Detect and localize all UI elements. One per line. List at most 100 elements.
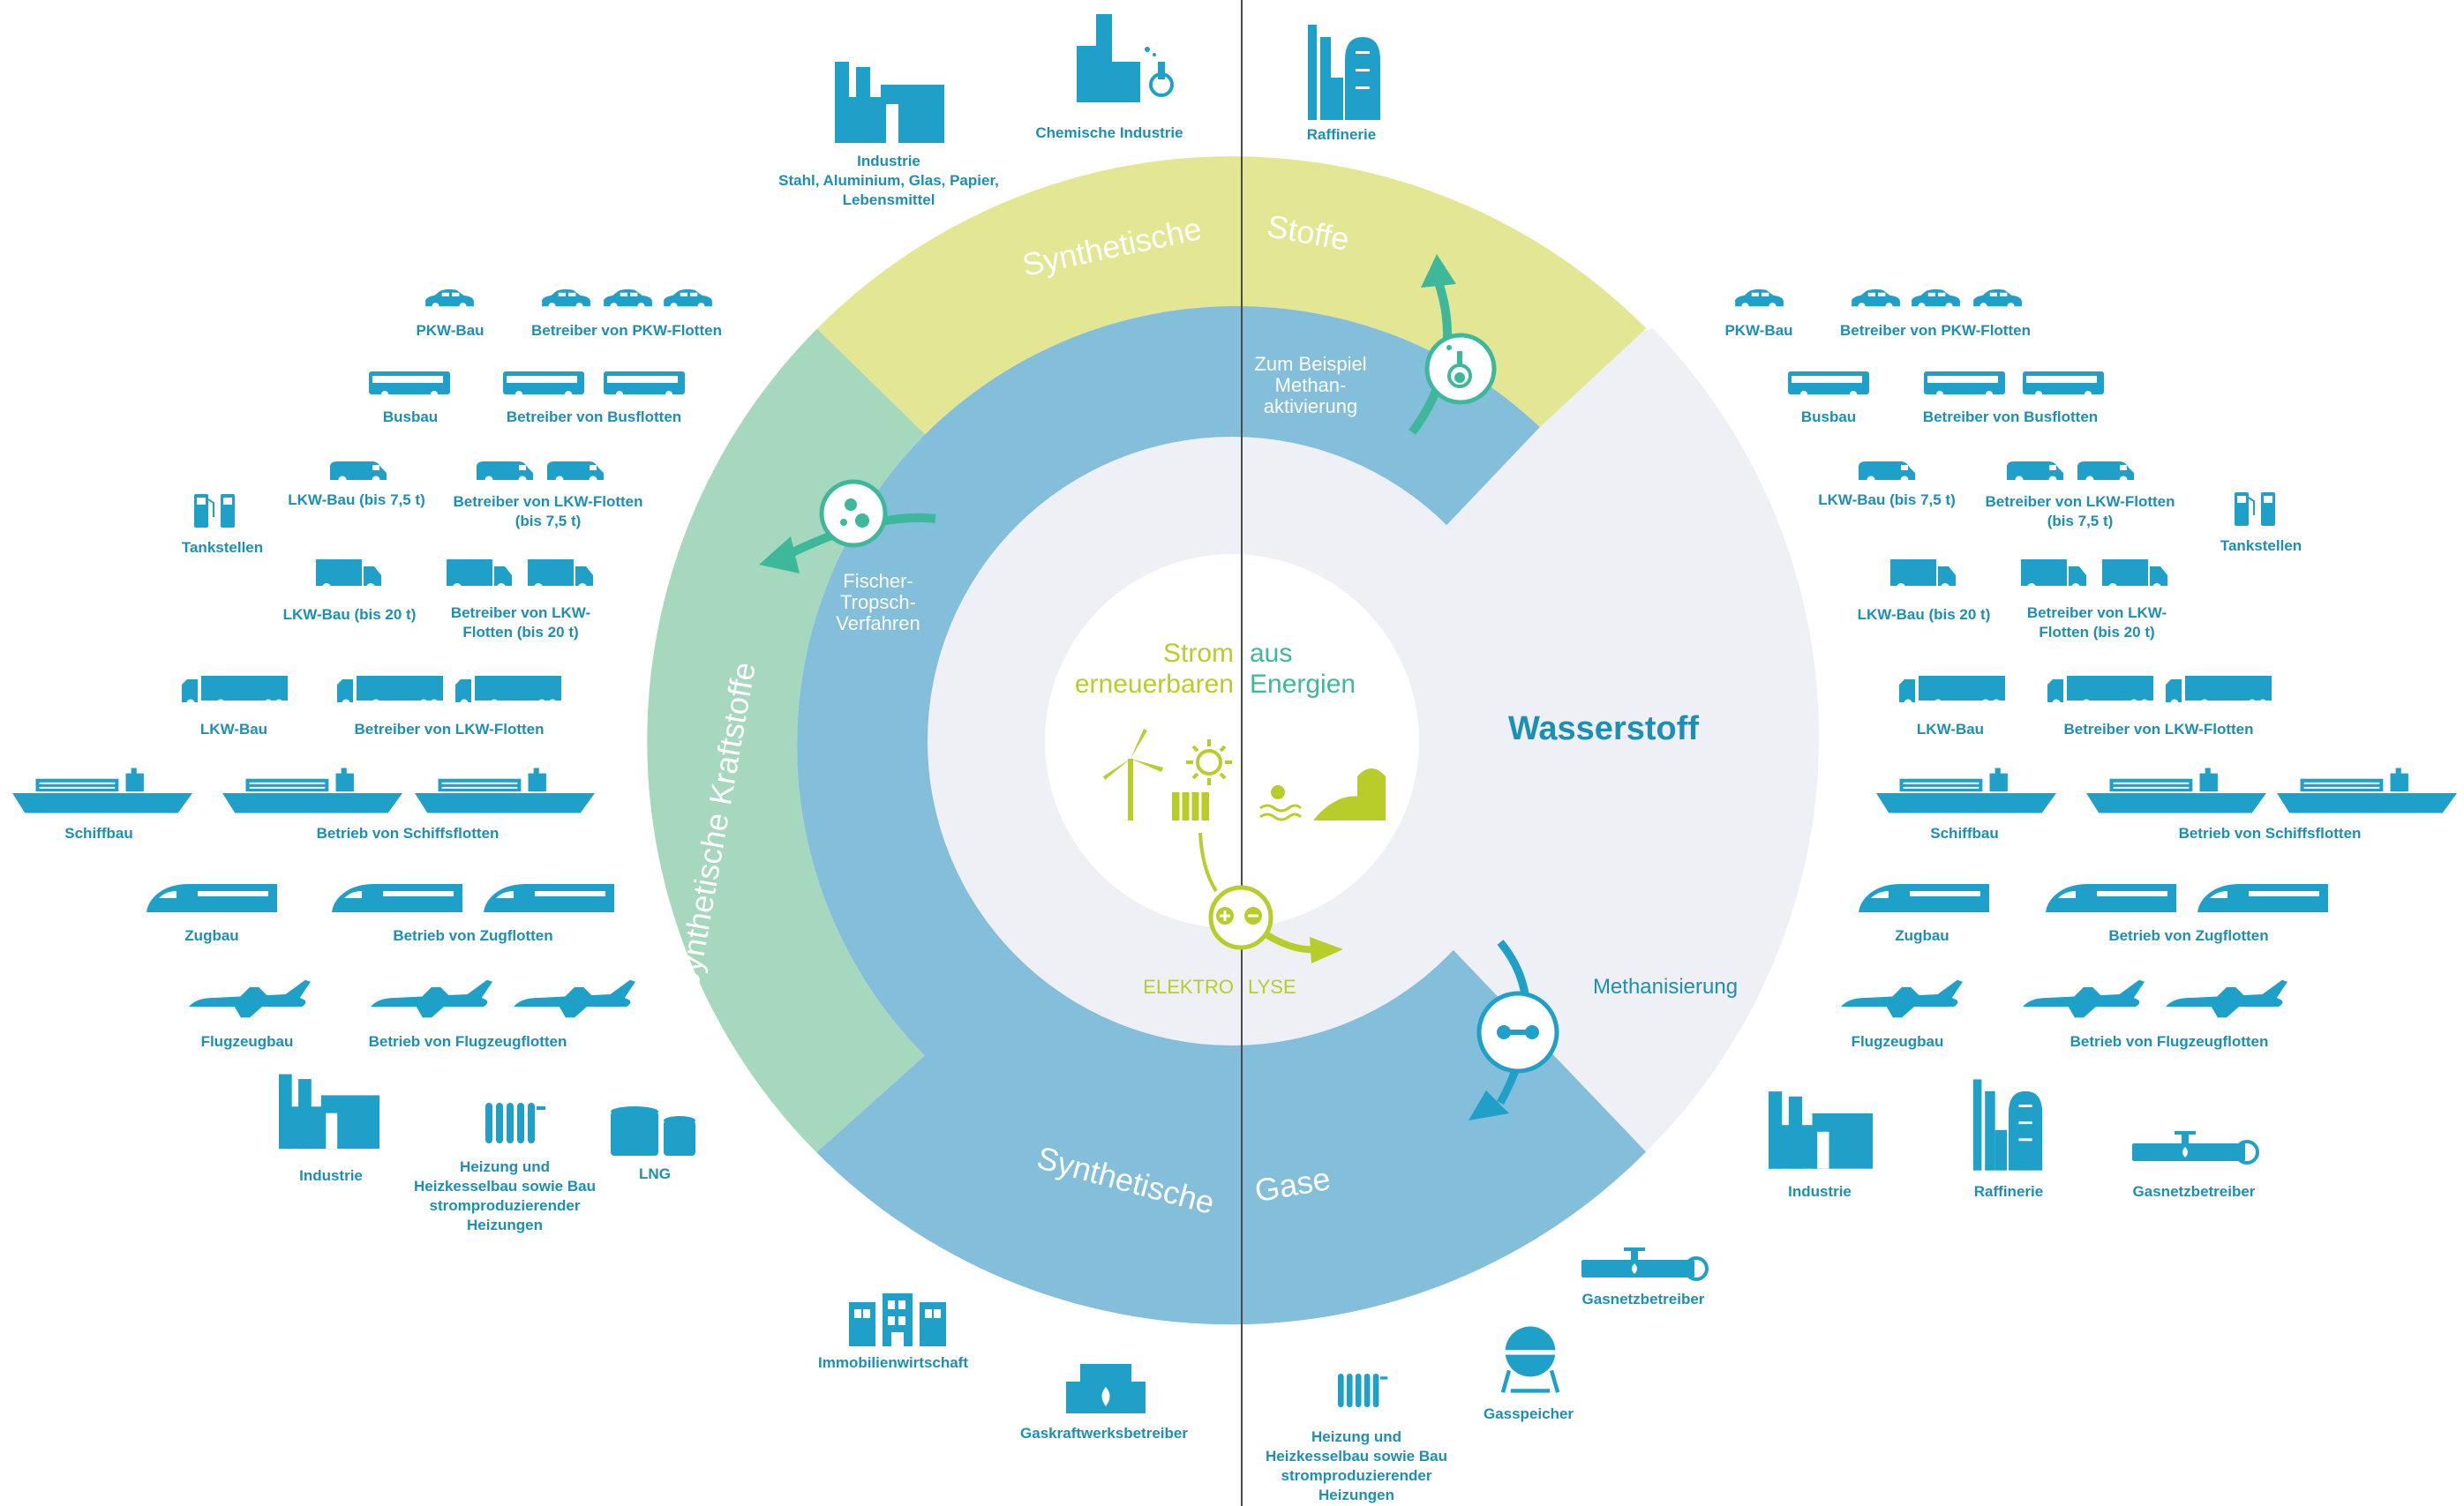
wave-energy-icon — [1259, 785, 1303, 821]
lorry-icon — [1899, 676, 2005, 708]
electrolysis-circle — [1208, 885, 1273, 950]
left-zugbau: Zugbau — [184, 927, 238, 944]
top-chemie: Chemische Industrie — [1035, 124, 1183, 141]
molecule-icon — [1497, 1025, 1539, 1039]
gas-pipe-icon — [1580, 1248, 1709, 1281]
left-pkw-flotten: Betreiber von PKW-Flotten — [531, 322, 722, 339]
power-plant-icon — [1066, 1364, 1146, 1413]
right-lkw-bau: LKW-Bau — [1917, 721, 1984, 738]
lorry-icon — [337, 676, 443, 708]
right-schiff-flotten: Betrieb von Schiffsflotten — [2179, 825, 2362, 842]
lorry-icon — [182, 676, 288, 708]
car-icon — [604, 288, 652, 311]
lorry-icon — [2047, 676, 2153, 708]
van-icon — [2007, 461, 2063, 484]
ship-icon — [1876, 768, 2056, 813]
plane-icon — [2166, 979, 2287, 1018]
train-icon — [332, 884, 462, 912]
right-bus-flotten: Betreiber von Busflotten — [1923, 408, 2098, 425]
bus-icon — [2023, 371, 2104, 398]
ring-segment-kraftstoffe — [647, 328, 926, 1153]
radiator-icon — [485, 1103, 545, 1143]
ship-icon — [12, 768, 192, 813]
truck-icon — [2102, 559, 2167, 592]
center-disc — [1045, 554, 1419, 928]
car-icon — [425, 288, 474, 311]
right-raffinerie: Raffinerie — [1974, 1183, 2043, 1200]
chemical-plant-icon — [1075, 14, 1174, 102]
left-flug-flotten: Betrieb von Flugzeugflotten — [369, 1033, 567, 1050]
fuel-pump-icon — [193, 493, 236, 528]
bottom-gasspeicher: Gasspeicher — [1484, 1405, 1574, 1422]
train-icon — [1859, 884, 1989, 912]
van-icon — [330, 461, 387, 484]
left-schiff-flotten: Betrieb von Schiffsflotten — [317, 825, 500, 842]
plane-icon — [371, 979, 492, 1018]
truck-icon — [2021, 559, 2086, 592]
bus-icon — [1924, 371, 2005, 398]
factory-icon — [835, 62, 944, 143]
bottom-gasnetz: Gasnetzbetreiber — [1582, 1291, 1705, 1307]
left-bus-flotten: Betreiber von Busflotten — [507, 408, 681, 425]
bus-icon — [1788, 371, 1869, 398]
van-icon — [2077, 461, 2134, 484]
bottom-heizung-3: stromproduzierender — [1281, 1467, 1432, 1484]
ft-line3: Verfahren — [836, 612, 920, 634]
train-icon — [484, 884, 614, 912]
bottom-gaskraft: Gaskraftwerksbetreiber — [1020, 1425, 1188, 1442]
plane-icon — [514, 979, 635, 1018]
ship-icon — [2086, 768, 2266, 813]
lyse-label: LYSE — [1248, 976, 1296, 998]
left-heizung-1: Heizung und — [460, 1158, 550, 1175]
elektro-label: ELEKTRO — [1143, 976, 1234, 998]
biogas-plant-icon — [1313, 768, 1386, 820]
ft-line2: Tropsch- — [840, 591, 916, 613]
top-industrie-2: Stahl, Aluminium, Glas, Papier, — [778, 172, 999, 189]
left-heizung-2: Heizkesselbau sowie Bau — [414, 1178, 596, 1195]
methanisierung-node: Methanisierung — [1469, 940, 1738, 1120]
right-lkw75-flotten-1: Betreiber von LKW-Flotten — [1986, 493, 2175, 510]
car-icon — [1735, 288, 1784, 311]
methanisierung-label: Methanisierung — [1593, 975, 1738, 999]
left-heizung-3: stromproduzierender — [430, 1197, 581, 1214]
left-heizung-4: Heizungen — [467, 1217, 543, 1233]
plane-icon — [1841, 979, 1963, 1018]
ring-segment-stoffe — [816, 156, 1647, 435]
left-tankstellen: Tankstellen — [182, 539, 263, 556]
solar-panel-icon — [1172, 792, 1209, 820]
left-pkw-bau: PKW-Bau — [416, 322, 484, 339]
bottom-heizung-1: Heizung und — [1311, 1428, 1401, 1445]
car-icon — [1912, 288, 1960, 311]
right-schiffbau: Schiffbau — [1930, 825, 1998, 842]
left-lkw75-flotten-1: Betreiber von LKW-Flotten — [454, 493, 643, 510]
refinery-icon — [1308, 25, 1380, 120]
top-industrie-3: Lebensmittel — [843, 191, 935, 208]
gas-storage-icon — [1503, 1327, 1558, 1393]
right-lkw75-flotten-2: (bis 7,5 t) — [2047, 513, 2114, 529]
right-zugbau: Zugbau — [1895, 927, 1949, 944]
right-flug-flotten: Betrieb von Flugzeugflotten — [2070, 1033, 2269, 1050]
right-lkw75-bau: LKW-Bau (bis 7,5 t) — [1818, 491, 1956, 508]
truck-icon — [316, 559, 381, 592]
left-industrie: Industrie — [299, 1167, 363, 1184]
ring — [647, 0, 1820, 1506]
methanaktivierung-node: Zum Beispiel Methan- aktivierung — [1254, 254, 1497, 435]
lorry-icon — [2166, 676, 2272, 708]
left-lkw75-flotten-2: (bis 7,5 t) — [515, 513, 582, 529]
top-industrie-1: Industrie — [857, 153, 920, 169]
ft-line1: Fischer- — [843, 570, 913, 592]
label-wasserstoff: Wasserstoff — [1508, 710, 1699, 747]
right-lkw20-flotten-1: Betreiber von LKW- — [2027, 604, 2167, 621]
right-pkw-bau: PKW-Bau — [1724, 322, 1792, 339]
bottom-immobilien: Immobilienwirtschaft — [818, 1354, 968, 1371]
left-lkw20-bau: LKW-Bau (bis 20 t) — [283, 606, 417, 623]
sun-icon — [1186, 739, 1232, 785]
left-lkw75-bau: LKW-Bau (bis 7,5 t) — [288, 491, 425, 508]
left-zug-flotten: Betrieb von Zugflotten — [393, 927, 552, 944]
right-lkw-flotten: Betreiber von LKW-Flotten — [2064, 721, 2254, 738]
right-gasnetz: Gasnetzbetreiber — [2133, 1183, 2256, 1200]
flask-icon — [1446, 345, 1472, 388]
lorry-icon — [455, 676, 561, 708]
train-icon — [2197, 884, 2328, 912]
